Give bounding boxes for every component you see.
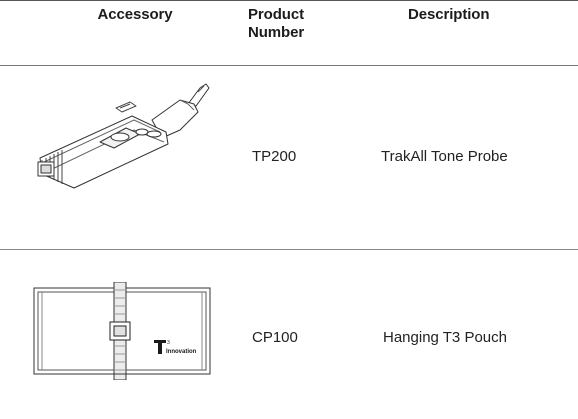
tone-probe-illustration	[30, 82, 220, 194]
hanging-pouch-illustration: 3 Innovation	[26, 282, 216, 380]
header-product-number: Product Number	[248, 6, 305, 41]
svg-text:Innovation: Innovation	[166, 349, 197, 355]
row1-description: TrakAll Tone Probe	[381, 148, 508, 165]
table-top-rule	[0, 0, 578, 1]
header-accessory: Accessory	[97, 6, 173, 23]
t3-logo-icon: 3 Innovation	[154, 340, 197, 355]
svg-text:3: 3	[167, 340, 170, 346]
header-rule	[0, 65, 578, 66]
row-divider	[0, 249, 578, 250]
row1-product-number: TP200	[252, 148, 297, 165]
row2-product-number: CP100	[252, 329, 298, 346]
header-description: Description	[408, 6, 490, 23]
row2-description: Hanging T3 Pouch	[383, 329, 507, 346]
